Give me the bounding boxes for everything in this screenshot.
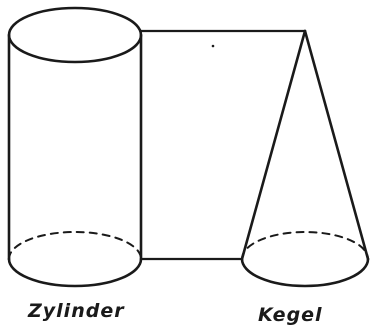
cone-base-back-arc	[241, 231, 369, 260]
cone-right-side	[303, 29, 370, 261]
cylinder-label: Zylinder	[28, 300, 125, 322]
cone-base-front-arc	[240, 257, 370, 288]
cylinder-shape	[7, 6, 143, 288]
cone-shape	[240, 29, 370, 288]
cone-label: Kegel	[258, 304, 323, 326]
cone-left-side	[240, 29, 307, 261]
cylinder-bottom-front-arc	[7, 257, 143, 288]
cylinder-top-ellipse	[7, 6, 143, 64]
cylinder-bottom-back-arc	[8, 231, 142, 260]
speck-dot	[211, 44, 215, 48]
